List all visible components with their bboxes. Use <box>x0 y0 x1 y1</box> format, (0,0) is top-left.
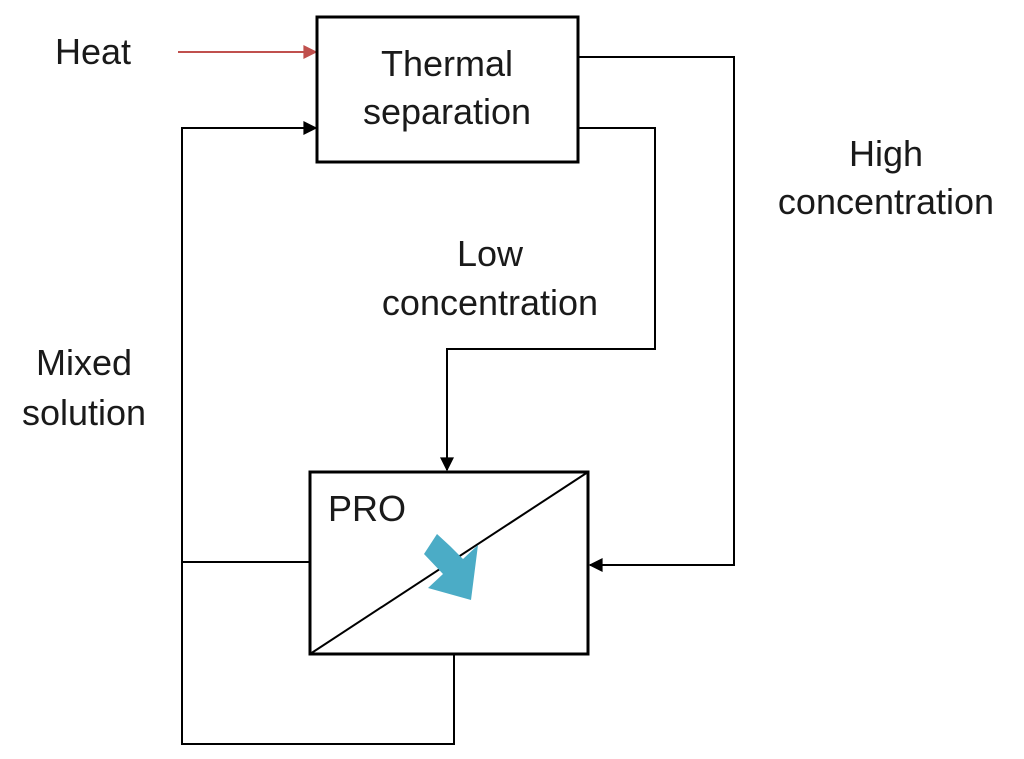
high-concentration-label-line1: High <box>849 133 923 174</box>
low-concentration-label-line2: concentration <box>382 282 598 323</box>
thermal-separation-label-line1: Thermal <box>381 43 513 84</box>
pro-label: PRO <box>328 488 406 529</box>
mixed-solution-line <box>181 121 318 563</box>
mixed-solution-label-line1: Mixed <box>36 342 132 383</box>
thermal-separation-box <box>315 15 580 164</box>
low-concentration-label-line1: Low <box>457 233 524 274</box>
thermal-separation-label-line2: separation <box>363 91 531 132</box>
mixed-solution-bottom-loop <box>181 562 455 745</box>
mixed-solution-label-line2: solution <box>22 392 146 433</box>
high-concentration-label-line2: concentration <box>778 181 994 222</box>
high-concentration-line <box>578 56 735 572</box>
heat-label: Heat <box>55 31 131 72</box>
low-concentration-line <box>440 127 656 472</box>
water-flow-arrow-icon <box>424 534 478 600</box>
